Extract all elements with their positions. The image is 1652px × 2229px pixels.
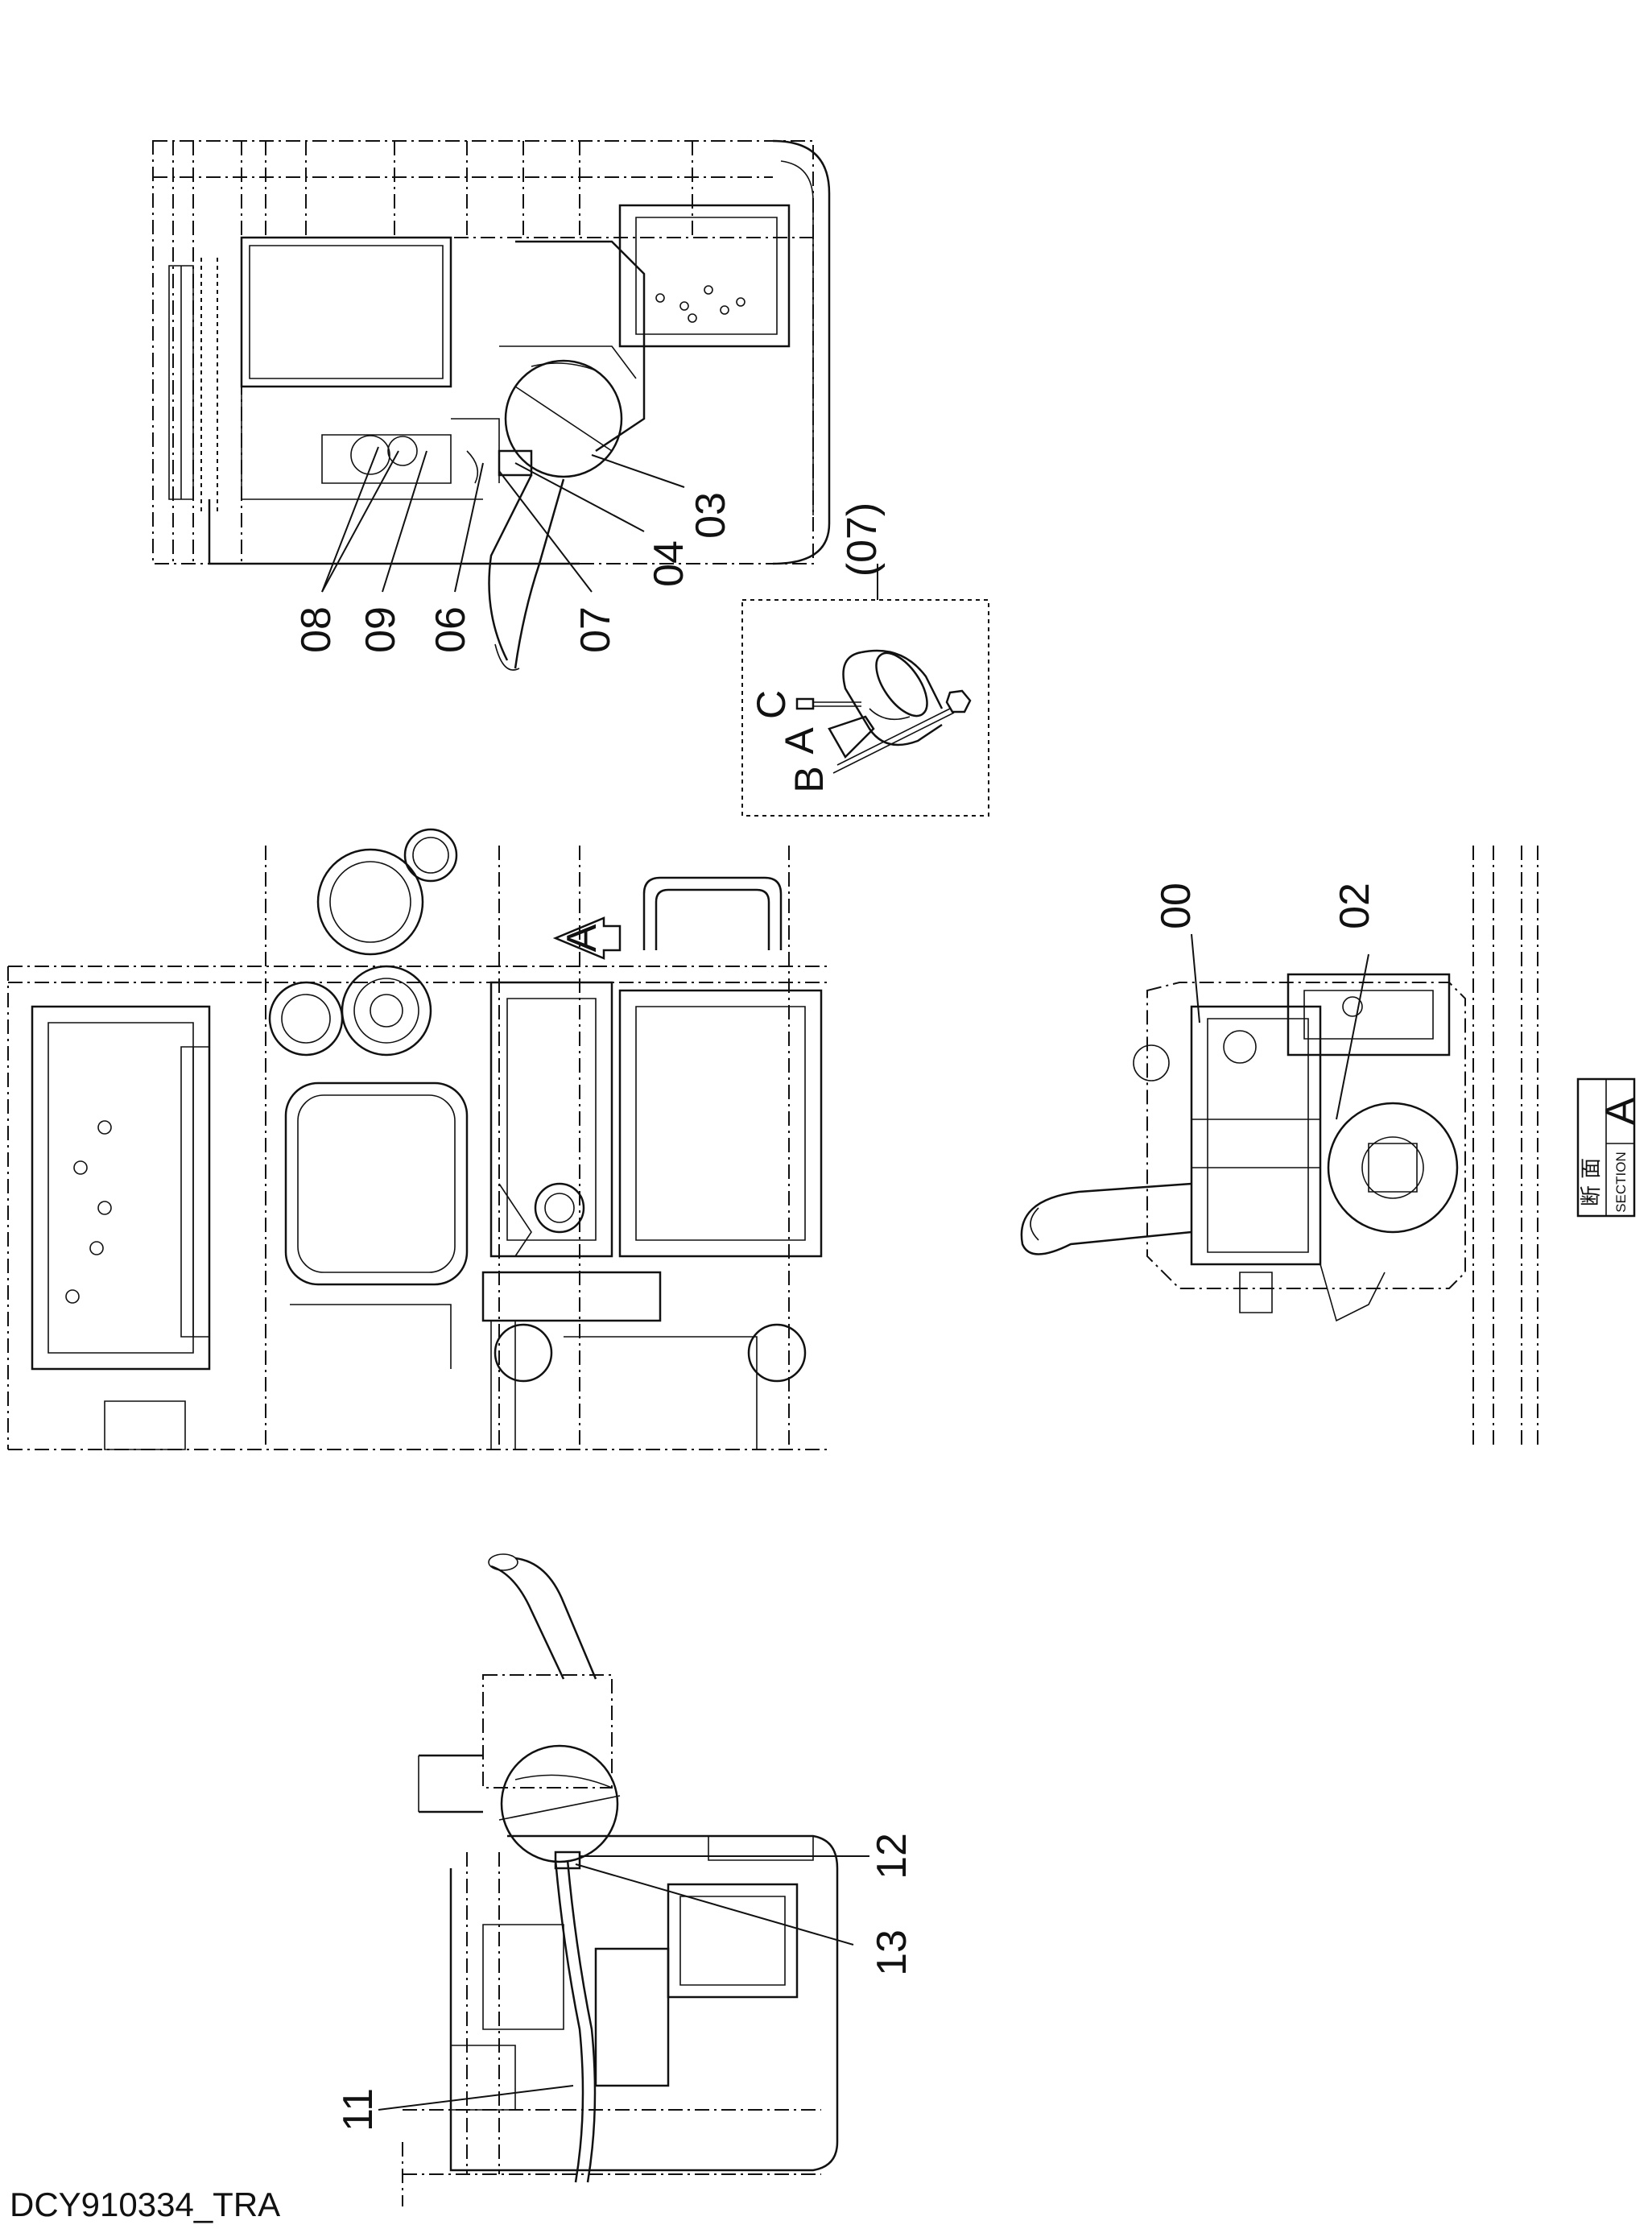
section-a-view bbox=[1020, 846, 1538, 1449]
callout-02: 02 bbox=[1332, 883, 1378, 929]
callout-13: 13 bbox=[869, 1929, 915, 1976]
section-letter: A bbox=[1597, 1097, 1644, 1125]
callout-04: 04 bbox=[646, 540, 692, 587]
callout-11: 11 bbox=[335, 2088, 382, 2132]
section-label-box bbox=[1576, 1077, 1636, 1218]
detail-part-c: C bbox=[749, 690, 794, 719]
callout-09: 09 bbox=[357, 606, 404, 653]
callout-00: 00 bbox=[1153, 883, 1200, 929]
detail-07-box bbox=[741, 564, 989, 817]
top-view bbox=[152, 139, 831, 671]
callout-07: 07 bbox=[572, 606, 619, 653]
drawing-code: DCY910334_TRA bbox=[10, 2186, 280, 2223]
section-kanji: 断 面 bbox=[1580, 1158, 1604, 1206]
detail-part-a: A bbox=[777, 727, 822, 755]
view-marker-a: A bbox=[559, 924, 605, 952]
callout-06: 06 bbox=[427, 606, 474, 653]
side-view-middle bbox=[7, 828, 829, 1450]
bottom-view bbox=[378, 1553, 869, 2206]
top-view-leaders bbox=[321, 446, 685, 593]
callout-03: 03 bbox=[688, 492, 734, 539]
detail-ref-label: (07) bbox=[839, 502, 886, 577]
callout-08: 08 bbox=[293, 606, 340, 653]
detail-part-b: B bbox=[787, 766, 832, 792]
section-word: SECTION bbox=[1613, 1152, 1629, 1213]
callout-12: 12 bbox=[869, 1833, 915, 1880]
